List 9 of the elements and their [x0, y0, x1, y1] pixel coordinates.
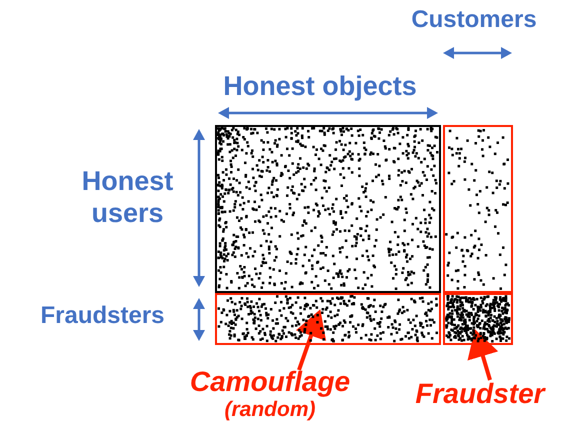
callout-note: (random) [224, 398, 316, 422]
axis-label: Honest objects [222, 70, 418, 102]
axis-label: Fraudsters [39, 302, 166, 331]
axis-label: Customers [410, 6, 538, 35]
axis-label: Honest users [80, 165, 174, 230]
arrow [468, 329, 498, 381]
callout-label: Fraudster [414, 378, 547, 410]
callout-label: Camouflage [188, 366, 352, 398]
arrow [296, 309, 326, 371]
